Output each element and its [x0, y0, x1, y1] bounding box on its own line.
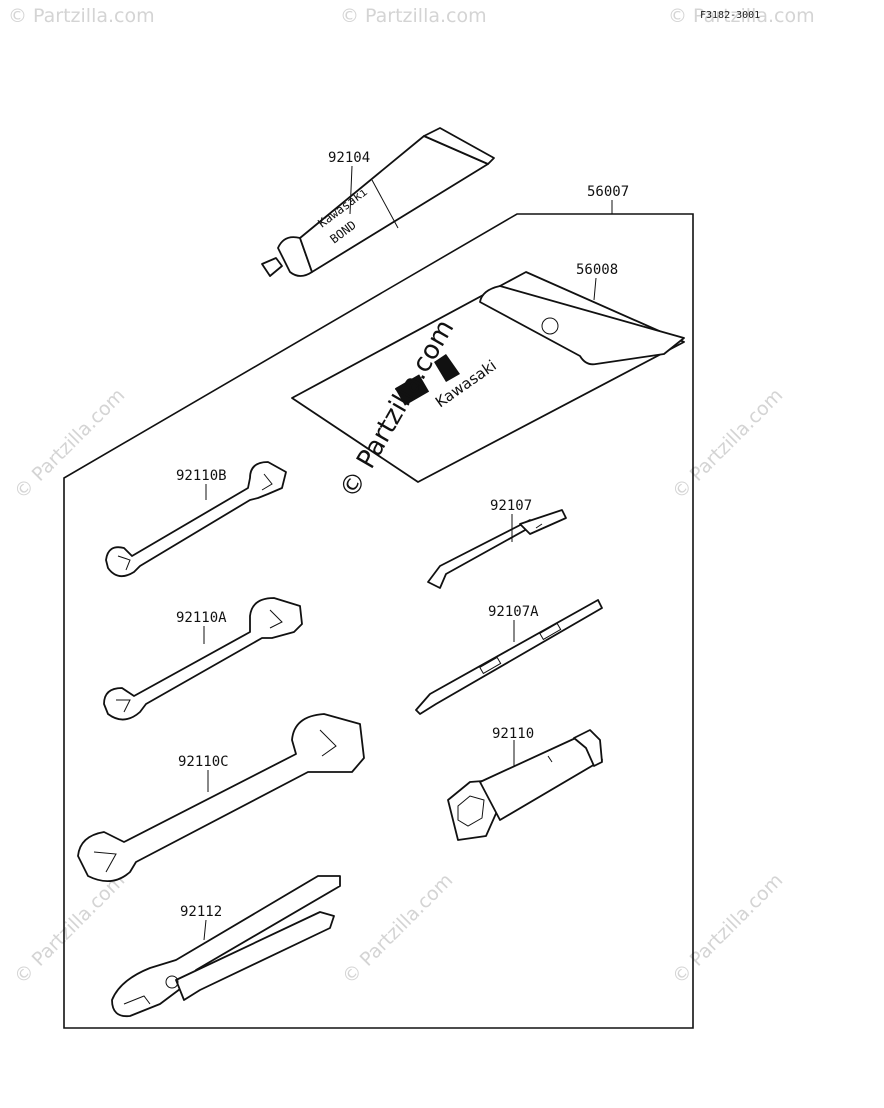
watermark-text: © Partzilla.com	[668, 869, 787, 988]
label-wrench-a: 92110A	[176, 610, 227, 626]
label-screwdriver: 92107	[490, 498, 532, 514]
watermark-text: © Partzilla.com	[340, 5, 487, 27]
wrench-92110c	[77, 713, 365, 882]
plug-wrench-92110	[447, 729, 603, 841]
watermark-text: © Partzilla.com	[668, 5, 815, 27]
watermark-text: © Partzilla.com	[668, 384, 787, 503]
toolkit-frame	[63, 213, 694, 1029]
leader-line	[203, 919, 207, 941]
label-bond: 92104	[328, 150, 370, 166]
watermark-text: © Partzilla.com	[338, 869, 457, 988]
label-kit: 56007	[587, 184, 629, 200]
label-pliers: 92112	[180, 904, 222, 920]
leader-line	[593, 277, 597, 301]
pliers-92112	[111, 875, 341, 1018]
watermark-text: © Partzilla.com	[10, 384, 129, 503]
watermark-text: © Partzilla.com	[10, 869, 129, 988]
bond-tube: Kawasaki BOND	[261, 127, 495, 277]
watermark-text: © Partzilla.com	[8, 5, 155, 27]
wrench-92110b	[105, 461, 287, 578]
label-plug-wrench: 92110	[492, 726, 534, 742]
screwdriver-92107a	[415, 599, 603, 715]
leader-line	[349, 165, 353, 215]
label-screwdriver-a: 92107A	[488, 604, 539, 620]
wrench-92110a	[103, 597, 303, 721]
label-wrench-b: 92110B	[176, 468, 227, 484]
screwdriver-92107	[427, 509, 567, 589]
label-bag: 56008	[576, 262, 618, 278]
label-wrench-c: 92110C	[178, 754, 229, 770]
figure-code: F3182-3001	[700, 10, 760, 21]
tool-bag: © Partzilla.com Kawasaki	[291, 271, 685, 504]
